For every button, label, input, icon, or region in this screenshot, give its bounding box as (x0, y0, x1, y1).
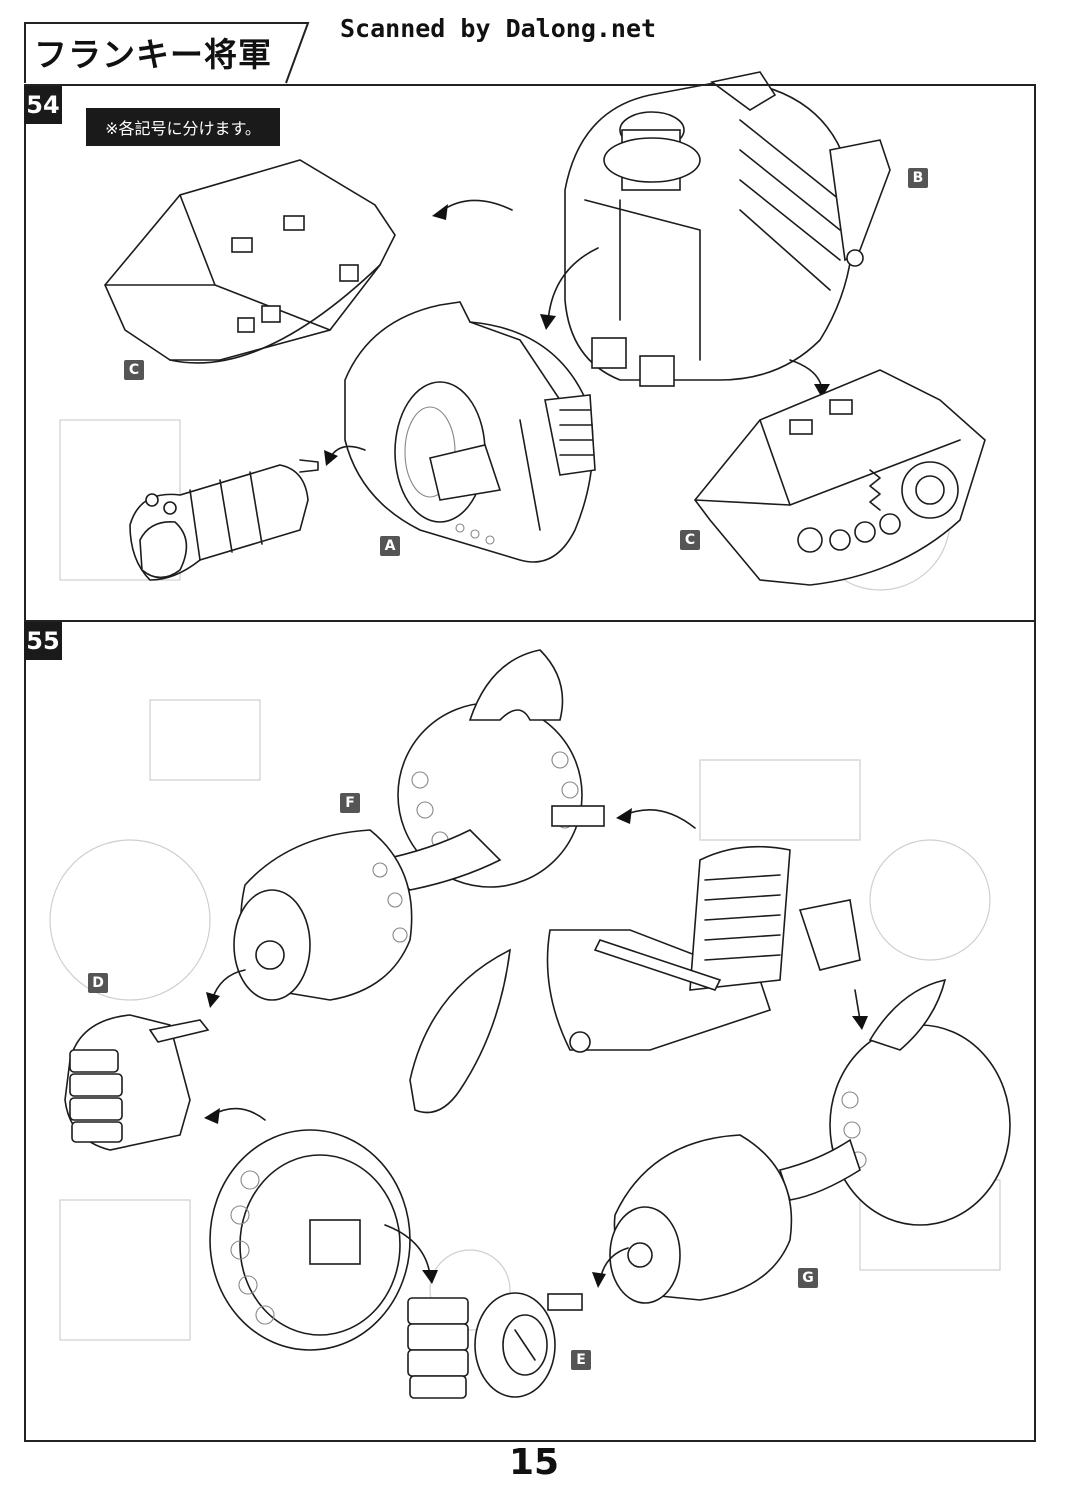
part-label-c-right: C (680, 530, 700, 550)
step54-part-c-track-left (104, 159, 396, 364)
step55-part-f-arm (233, 649, 605, 1001)
part-label-a: A (380, 536, 400, 556)
step54-arrow-3 (789, 359, 830, 398)
step55-panel (24, 620, 1036, 1442)
part-label-g: G (798, 1268, 818, 1288)
step55-seat-frame (409, 845, 861, 1114)
step-number-54: 54 (24, 86, 62, 124)
part-label-d: D (88, 973, 108, 993)
step55-part-e-fist (407, 1292, 583, 1399)
title-tab-shape (24, 22, 310, 84)
step55-arrow-3 (204, 1107, 266, 1124)
step55-arrow-5 (592, 1247, 629, 1288)
step54-small-part-a (129, 459, 319, 581)
background-ghost-lines (49, 419, 1001, 1341)
step-number-55: 55 (24, 622, 62, 660)
step55-arrow-4 (852, 989, 868, 1030)
scan-credit: Scanned by Dalong.net (340, 14, 657, 43)
sort-by-symbol-note: ※各記号に分けます。 (86, 108, 280, 146)
step54-part-a-torso (344, 301, 596, 563)
step54-part-c-track-right (693, 369, 986, 586)
part-label-f: F (340, 793, 360, 813)
step55-part-d-fist (64, 1014, 210, 1151)
step54-arrow-1 (432, 199, 513, 220)
step55-wheel-ring (209, 1129, 411, 1351)
step55-arrow-6 (384, 1224, 438, 1284)
step54-arrow-4 (324, 445, 366, 466)
part-label-c-left: C (124, 360, 144, 380)
step55-arrow-2 (206, 969, 246, 1008)
step54-part-b-body (564, 71, 891, 387)
page-title: フランキー将軍 (34, 35, 272, 74)
part-label-e: E (571, 1350, 591, 1370)
step54-panel (24, 84, 1036, 622)
page-number: 15 (508, 1442, 560, 1483)
step55-arrow-1 (616, 808, 696, 829)
step55-part-g-arm (609, 978, 1011, 1304)
part-label-b: B (908, 168, 928, 188)
step54-arrow-2 (540, 247, 599, 330)
